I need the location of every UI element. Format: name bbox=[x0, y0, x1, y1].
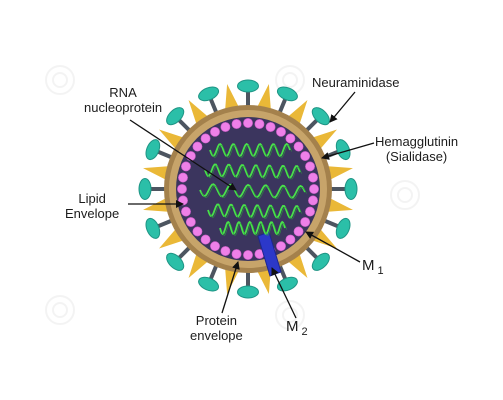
label-arrows bbox=[128, 91, 375, 319]
m1-protein-bead bbox=[185, 217, 196, 227]
neuraminidase-head bbox=[145, 139, 161, 161]
rna-strands bbox=[199, 142, 307, 236]
neuraminidase-head bbox=[311, 252, 330, 271]
arrow-hemagglutinin bbox=[321, 142, 375, 160]
label-hemagglutinin-line2: (Sialidase) bbox=[385, 149, 448, 164]
label-neuraminidase: Neuraminidase bbox=[312, 75, 399, 90]
arrow-protein-envelope bbox=[221, 261, 240, 314]
label-m2-sub: 2 bbox=[301, 326, 308, 338]
m1-protein-bead bbox=[200, 133, 211, 144]
label-lipid-line2: Envelope bbox=[65, 206, 120, 221]
m1-protein-bead bbox=[210, 241, 220, 252]
label-rna-line1: RNA bbox=[109, 85, 137, 100]
m1-protein-bead bbox=[276, 241, 286, 252]
neuraminidase-head bbox=[166, 107, 185, 126]
neuraminidase-head bbox=[198, 276, 220, 292]
rna-strand-shadow bbox=[211, 145, 292, 158]
m1-protein-bead bbox=[181, 161, 191, 172]
m1-protein-bead bbox=[185, 151, 196, 161]
label-hemagglutinin-line1: Hemagglutinin bbox=[375, 134, 459, 149]
neuraminidase-head bbox=[276, 276, 298, 292]
label-m2-main: M bbox=[286, 318, 299, 335]
m1-protein-bead bbox=[177, 184, 187, 194]
hemagglutinin-spike bbox=[324, 165, 353, 181]
hemagglutinin-spike bbox=[256, 84, 272, 113]
m1-protein-bead bbox=[181, 206, 191, 217]
m1-protein-bead bbox=[231, 119, 242, 129]
neuraminidase-head bbox=[311, 107, 330, 126]
m1-protein-bead bbox=[243, 118, 253, 128]
neuraminidase-head bbox=[237, 79, 259, 93]
neuraminidase-head bbox=[276, 86, 298, 102]
m1-protein-bead bbox=[305, 206, 315, 217]
m1-protein-bead bbox=[192, 141, 203, 152]
m1-protein-bead bbox=[308, 195, 318, 206]
rna-strand bbox=[207, 203, 301, 219]
m1-protein-bead bbox=[305, 161, 315, 172]
arrow-m2 bbox=[271, 267, 297, 319]
neuraminidase-head bbox=[166, 252, 185, 271]
label-lipid-line1: Lipid bbox=[78, 191, 106, 206]
m1-protein-bead bbox=[309, 184, 319, 194]
m1-protein-bead bbox=[276, 126, 286, 137]
label-protein-line2: envelope bbox=[190, 328, 243, 343]
label-m1-main: M bbox=[362, 257, 375, 274]
label-m1-sub: 1 bbox=[377, 265, 384, 277]
surface-spikes bbox=[138, 79, 358, 299]
m1-protein-bead bbox=[293, 226, 304, 237]
rna-strand-shadow bbox=[221, 223, 287, 236]
label-rna-nucleoprotein: RNA nucleoprotein bbox=[84, 85, 162, 115]
m1-protein-bead bbox=[200, 234, 211, 245]
label-protein-line1: Protein bbox=[195, 313, 237, 328]
label-lipid-envelope: Lipid Envelope bbox=[65, 191, 119, 221]
hemagglutinin-spike bbox=[324, 197, 353, 213]
m1-protein-bead bbox=[285, 133, 296, 144]
arrow-rna-nucleoprotein bbox=[129, 119, 237, 191]
m1-protein-bead bbox=[192, 226, 203, 237]
label-hemagglutinin: Hemagglutinin (Sialidase) bbox=[375, 134, 458, 164]
rna-strand-shadow bbox=[209, 205, 302, 220]
m1-protein-bead bbox=[254, 119, 265, 129]
arrow-m1 bbox=[305, 231, 361, 263]
rna-strand bbox=[199, 183, 306, 199]
m1-protein-bead bbox=[220, 246, 231, 256]
neuraminidase-head bbox=[344, 178, 358, 200]
neuraminidase-head bbox=[237, 285, 259, 299]
m1-protein-bead bbox=[220, 122, 231, 132]
m1-protein-bead bbox=[300, 217, 311, 227]
rna-strand-shadow bbox=[201, 185, 307, 200]
m1-protein-bead bbox=[285, 234, 296, 245]
m1-protein-bead bbox=[243, 250, 253, 260]
m1-protein-bead bbox=[308, 172, 318, 183]
watermark bbox=[45, 65, 420, 330]
m1-protein-bead bbox=[231, 249, 242, 259]
m1-protein-bead bbox=[300, 151, 311, 161]
m1-protein-bead bbox=[210, 126, 220, 137]
neuraminidase-head bbox=[138, 178, 152, 200]
label-rna-line2: nucleoprotein bbox=[84, 100, 163, 115]
rna-strand bbox=[204, 163, 301, 179]
rna-strand bbox=[219, 220, 286, 236]
arrow-neuraminidase bbox=[329, 91, 356, 123]
neuraminidase-head bbox=[335, 139, 351, 161]
neuraminidase-head bbox=[145, 217, 161, 239]
hemagglutinin-spike bbox=[256, 265, 272, 294]
m1-protein-bead bbox=[265, 122, 276, 132]
label-protein-envelope: Protein envelope bbox=[190, 313, 243, 343]
neuraminidase-head bbox=[335, 217, 351, 239]
hemagglutinin-spike bbox=[224, 84, 240, 113]
rna-strand bbox=[209, 142, 291, 158]
m1-protein-bead bbox=[293, 141, 304, 152]
rna-strand-shadow bbox=[206, 165, 302, 180]
m1-protein-bead bbox=[178, 172, 188, 183]
neuraminidase-head bbox=[198, 86, 220, 102]
label-neuraminidase-text: Neuraminidase bbox=[312, 75, 400, 90]
hemagglutinin-spike bbox=[143, 165, 172, 181]
